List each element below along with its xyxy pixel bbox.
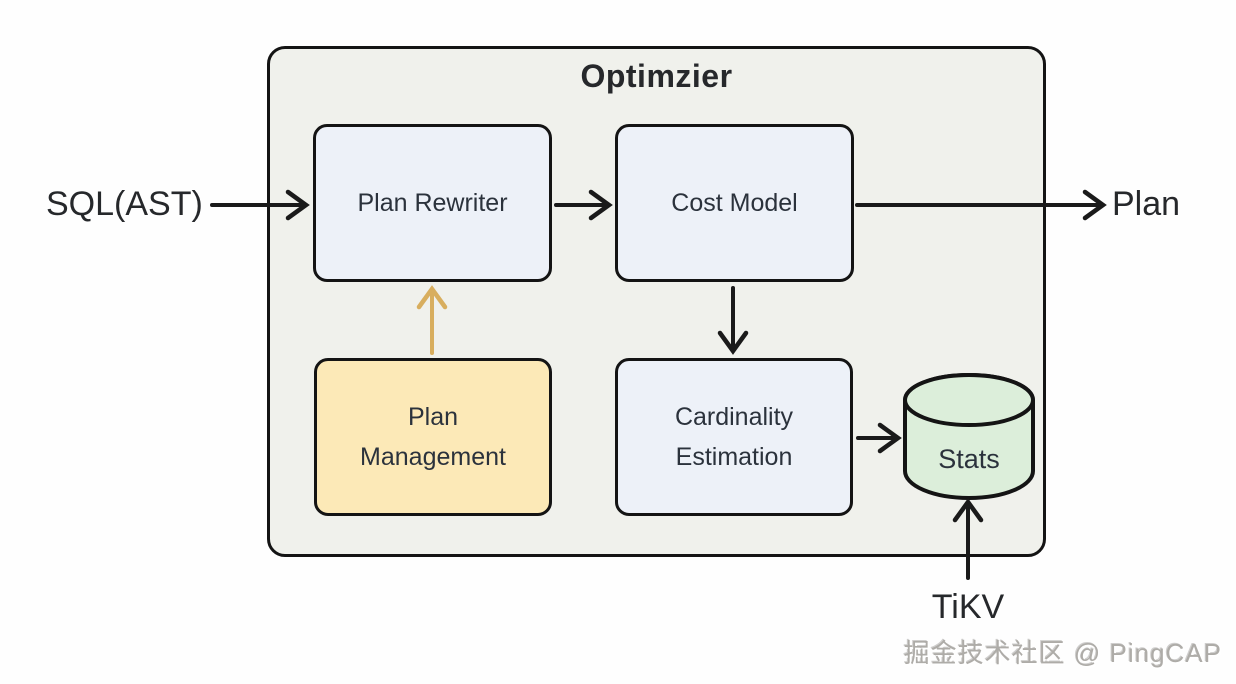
storage-label-tikv: TiKV bbox=[931, 588, 1005, 626]
output-label-plan: Plan bbox=[1112, 185, 1181, 223]
node-cost-model-label: Cost Model bbox=[671, 189, 798, 217]
node-cardinality-estimation-label: Cardinality Estimation bbox=[674, 403, 794, 471]
node-plan-rewriter: Plan Rewriter bbox=[313, 124, 552, 282]
node-plan-management: Plan Management bbox=[314, 358, 552, 516]
stats-cylinder-icon bbox=[903, 373, 1035, 500]
diagram-title: Optimzier bbox=[580, 58, 733, 94]
node-plan-management-label: Plan Management bbox=[360, 403, 506, 471]
input-label-sql-ast: SQL(AST) bbox=[46, 185, 203, 223]
watermark-text: 掘金技术社区 @ PingCAP bbox=[903, 638, 1222, 668]
node-cardinality-estimation: Cardinality Estimation bbox=[615, 358, 853, 516]
node-plan-rewriter-label: Plan Rewriter bbox=[357, 189, 508, 217]
node-stats-label: Stats bbox=[938, 444, 1000, 474]
node-cost-model: Cost Model bbox=[615, 124, 854, 282]
